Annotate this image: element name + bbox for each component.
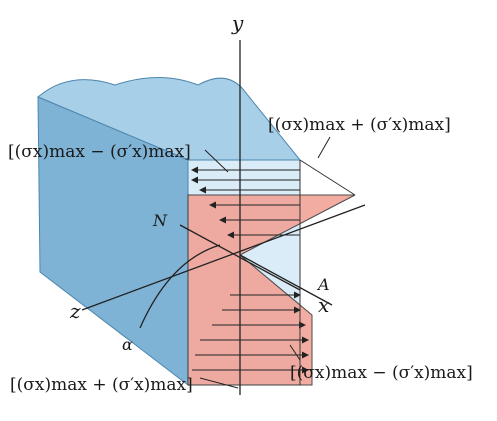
stress-arrows-bottom bbox=[192, 291, 309, 374]
top-boundary-line bbox=[299, 159, 356, 196]
stress-distribution bbox=[187, 159, 356, 386]
neutral-axis-line bbox=[179, 224, 301, 291]
z-axis-line bbox=[81, 204, 366, 311]
point-n-label: N bbox=[152, 211, 168, 230]
label-leaders bbox=[199, 136, 331, 389]
stress-label-bottom-left: [(σx)max + (σ′x)max] bbox=[10, 375, 193, 395]
beam-top-face bbox=[37, 77, 302, 161]
axes bbox=[81, 40, 366, 395]
stress-label-top-right: [(σx)max + (σ′x)max] bbox=[268, 115, 451, 135]
alpha-label: α bbox=[122, 335, 133, 354]
x-axis-label: x bbox=[318, 293, 329, 317]
x-axis-line bbox=[239, 254, 333, 306]
stress-wedge bbox=[187, 194, 356, 386]
stress-label-top-left: [(σx)max − (σ′x)max] bbox=[8, 142, 191, 162]
alpha-leader bbox=[139, 244, 221, 329]
point-a-label: A bbox=[316, 275, 330, 294]
y-axis-label: y bbox=[231, 11, 244, 35]
stress-arrows-top bbox=[191, 166, 300, 239]
z-axis-label: z bbox=[69, 299, 81, 323]
stress-label-bottom-right: [(σx)max − (σ′x)max] bbox=[290, 363, 473, 383]
